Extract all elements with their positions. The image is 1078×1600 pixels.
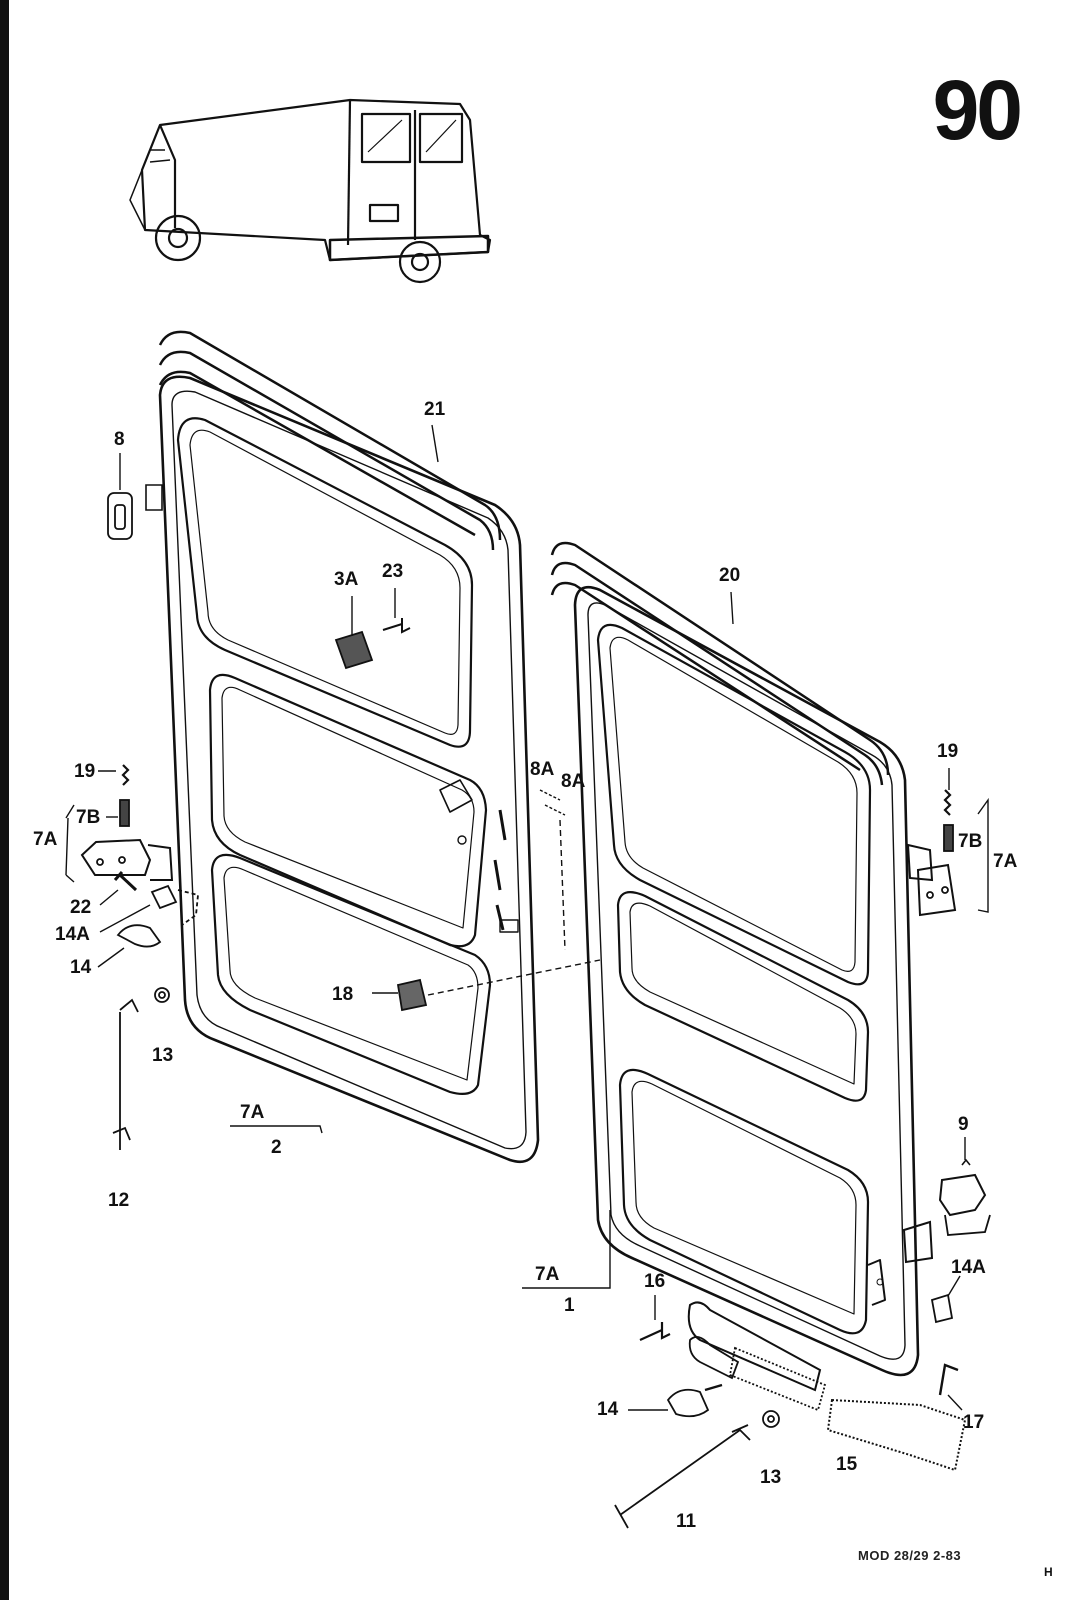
callout-1: 1 <box>564 1295 575 1316</box>
callout-7a-door1: 7A <box>535 1264 560 1285</box>
callout-14a-right: 14A <box>951 1257 986 1278</box>
callout-14-left: 14 <box>70 957 92 978</box>
callout-7a-left: 7A <box>33 829 58 850</box>
callout-7b-left: 7B <box>76 807 101 828</box>
callout-8a-1: 8A <box>530 759 555 780</box>
left-door-panel <box>158 330 540 1164</box>
van-illustration <box>129 98 492 284</box>
callout-17: 17 <box>963 1412 985 1433</box>
callout-23: 23 <box>382 561 404 582</box>
callout-18: 18 <box>332 984 354 1005</box>
page-number: 90 <box>932 63 1023 157</box>
callout-16: 16 <box>644 1271 666 1292</box>
callout-13-right: 13 <box>760 1467 782 1488</box>
callout-7a-door2: 7A <box>240 1102 265 1123</box>
callout-2: 2 <box>271 1137 282 1158</box>
callout-11: 11 <box>676 1511 697 1532</box>
callout-7a-right: 7A <box>993 851 1018 872</box>
callout-22: 22 <box>70 897 92 918</box>
left-door-hardware <box>80 484 428 1150</box>
corner-mark: H <box>1044 1565 1053 1579</box>
lock-block-3a <box>334 630 374 670</box>
callout-7b-right: 7B <box>958 831 983 852</box>
right-door-panel <box>550 541 920 1377</box>
leader-lines <box>65 424 989 1411</box>
callout-8: 8 <box>114 429 125 450</box>
pin-7b-right <box>943 824 954 852</box>
binding-edge <box>0 0 9 1600</box>
callout-14a-left: 14A <box>55 924 90 945</box>
right-door-hardware <box>614 789 991 1529</box>
callout-14-right: 14 <box>597 1399 619 1420</box>
bumper-block-18 <box>396 978 428 1012</box>
callout-12: 12 <box>108 1190 130 1211</box>
callout-3a: 3A <box>334 569 359 590</box>
pin-7b-left <box>119 799 130 827</box>
callout-21: 21 <box>424 399 446 420</box>
callout-19-left: 19 <box>74 761 96 782</box>
callout-9: 9 <box>958 1114 969 1135</box>
callout-20: 20 <box>719 565 741 586</box>
callout-15: 15 <box>836 1454 858 1475</box>
model-code-footer: MOD 28/29 2-83 <box>858 1548 962 1563</box>
callout-19-right: 19 <box>937 741 959 762</box>
callout-13-left: 13 <box>152 1045 174 1066</box>
callout-8a-2: 8A <box>561 771 586 792</box>
handle-8 <box>107 492 133 540</box>
